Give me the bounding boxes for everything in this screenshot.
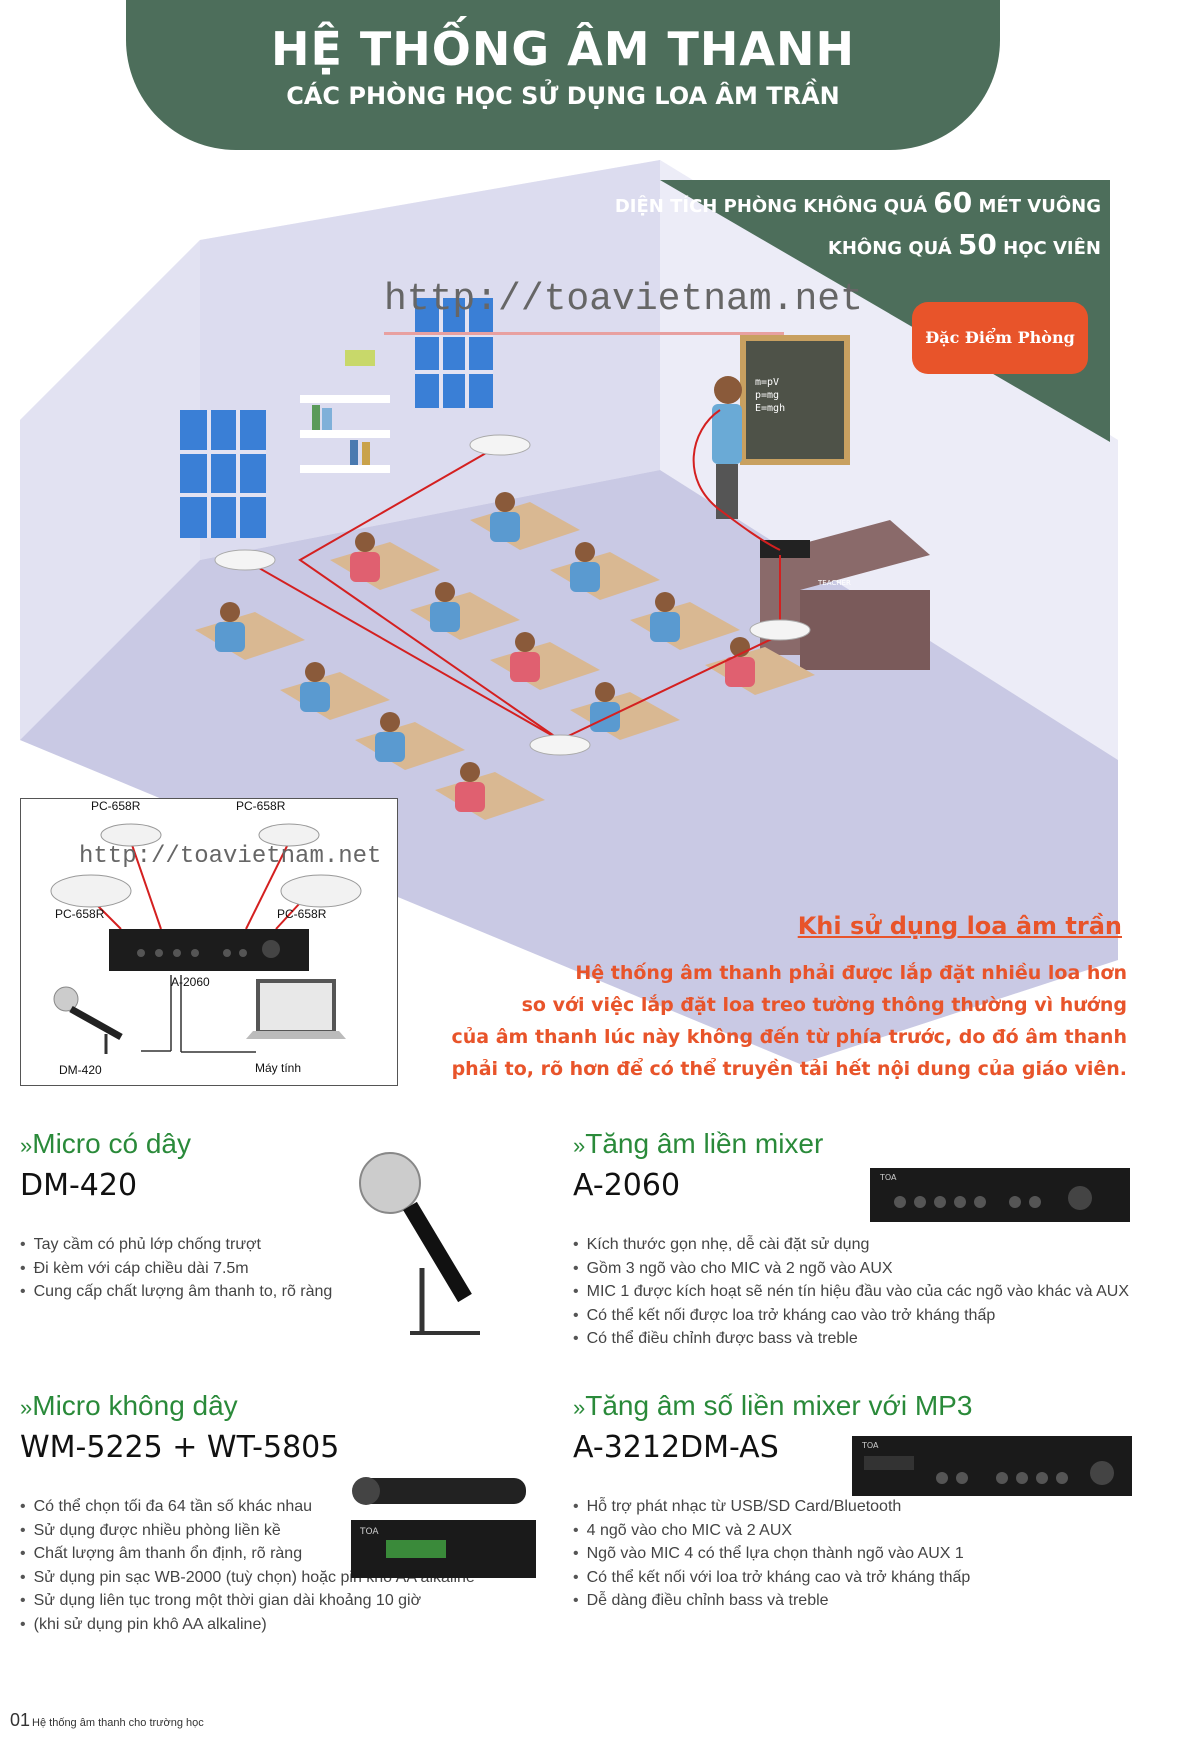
feature-list: Hỗ trợ phát nhạc từ USB/SD Card/Bluetoot… [573,1495,972,1613]
feature-item: (khi sử dụng pin khô AA alkaline) [20,1613,475,1637]
bookshelf [300,350,390,473]
product-model: A-2060 [573,1168,681,1203]
diagram-speakers [50,823,362,908]
page-title: HỆ THỐNG ÂM THANH [270,22,856,76]
badge-line1: DIỆN TÍCH PHÒNG KHÔNG QUÁ 60 MÉT VUÔNG [615,186,1101,219]
product-model: A-3212DM-AS [573,1430,779,1465]
badge-student-number: 50 [957,228,997,261]
system-diagram: PC-658R PC-658R PC-658R PC-658R A-2060 D… [20,798,398,1086]
room-features-button[interactable]: Đặc Điểm Phòng [912,302,1088,374]
label-speaker-4: PC-658R [277,907,327,921]
note-title: Khi sử dụng loa âm trần [797,912,1122,940]
diagram-watermark: http://toavietnam.net [79,843,382,870]
product-a-2060: »Tăng âm liền mixer A-2060 Kích thước gọ… [573,1128,1129,1351]
feature-item: Có thể kết nối với loa trở kháng cao và … [573,1566,972,1590]
product-category: »Tăng âm liền mixer [573,1128,824,1159]
label-speaker-1: PC-658R [91,799,141,813]
badge-area-number: 60 [933,186,973,219]
product-category: »Tăng âm số liền mixer với MP3 [573,1390,973,1421]
page-subtitle: CÁC PHÒNG HỌC SỬ DỤNG LOA ÂM TRẦN [286,82,840,110]
feature-item: Dễ dàng điều chỉnh bass và treble [573,1589,972,1613]
product-category: »Micro không dây [20,1390,238,1421]
left-wall [20,240,200,740]
note-line-2: so với việc lắp đặt loa treo tường thông… [521,994,1127,1016]
handheld-mic-graphic [53,986,123,1054]
marker-icon: » [20,1395,33,1420]
feature-item: Ngõ vào MIC 4 có thể lựa chọn thành ngõ … [573,1542,972,1566]
amplifier-a2060-image: TOA [870,1168,1130,1222]
wired-mic-image [359,1152,480,1335]
feature-list: Có thể chọn tối đa 64 tần số khác nhau S… [20,1495,475,1636]
feature-list: Kích thước gọn nhẹ, dễ cài đặt sử dụng G… [573,1233,1129,1351]
marker-icon: » [573,1395,586,1420]
room-info-badge [660,180,1110,442]
feature-item: Gồm 3 ngõ vào cho MIC và 2 ngõ vào AUX [573,1257,1129,1281]
teacher-desk: TEACHER [760,520,930,670]
feature-item: Có thể kết nối được loa trở kháng cao và… [573,1304,1129,1328]
badge-line2-pre: KHÔNG QUÁ [827,238,952,259]
product-category: »Micro có dây [20,1128,191,1159]
speaker-wiring [244,409,781,742]
amplifier-on-desk [760,540,810,558]
students [215,492,755,812]
feature-item: Kích thước gọn nhẹ, dễ cài đặt sử dụng [573,1233,1129,1257]
feature-item: 4 ngõ vào cho MIC và 2 AUX [573,1519,972,1543]
label-mic: DM-420 [59,1063,102,1077]
feature-item: Sử dụng liên tục trong một thời gian dài… [20,1589,475,1613]
feature-item: Chất lượng âm thanh ổn định, rõ ràng [20,1542,475,1566]
teacher-figure [712,376,742,519]
marker-icon: » [573,1133,586,1158]
feature-item: Cung cấp chất lượng âm thanh to, rõ ràng [20,1280,333,1304]
badge-line1-pre: DIỆN TÍCH PHÒNG KHÔNG QUÁ [614,196,928,217]
feature-item: Đi kèm với cáp chiều dài 7.5m [20,1257,332,1281]
blackboard-text3: E=mgh [755,403,785,414]
feature-list: Tay cầm có phủ lớp chống trượt Đi kèm vớ… [20,1233,333,1304]
marker-icon: » [20,1133,33,1158]
note-line-3: của âm thanh lúc này không đến từ phía t… [451,1026,1127,1048]
badge-line1-post: MÉT VUÔNG [978,196,1101,217]
product-model: DM-420 [20,1168,138,1203]
blackboard: m=pV p=mg E=mgh [740,335,850,465]
brand-logo-a3212: TOA [861,1441,879,1450]
badge-line2-post: HỌC VIÊN [1003,238,1101,259]
feature-item: Hỗ trợ phát nhạc từ USB/SD Card/Bluetoot… [573,1495,972,1519]
blackboard-text2: p=mg [755,390,779,401]
product-dm-420: »Micro có dây DM-420 Tay cầm có phủ lớp … [20,1128,332,1304]
teacher-desk-label: TEACHER [817,579,851,587]
laptop-graphic [246,979,346,1039]
feature-item: Tay cầm có phủ lớp chống trượt [20,1233,332,1257]
ceiling-speakers [214,434,811,756]
footer-text: Hệ thống âm thanh cho trường học [32,1717,204,1729]
right-wall [660,160,1118,760]
wireless-mic-image: TOA [351,1477,536,1578]
badge-line2: KHÔNG QUÁ 50 HỌC VIÊN [828,228,1101,261]
label-laptop: Máy tính [255,1061,302,1075]
brand-logo: TOA [879,1173,897,1182]
amplifier-a3212-image: TOA [852,1436,1132,1496]
feature-item: Có thể chọn tối đa 64 tần số khác nhau [20,1495,475,1519]
label-speaker-2: PC-658R [236,799,286,813]
feature-item: MIC 1 được kích hoạt sẽ nén tín hiệu đầu… [573,1280,1129,1304]
product-wm-5225: »Micro không dây WM-5225 + WT-5805 Có th… [20,1390,475,1636]
brand-logo-wireless: TOA [359,1527,379,1537]
note-line-4: phải to, rõ hơn để có thể truyền tải hết… [451,1058,1127,1080]
feature-item: Có thể điều chỉnh được bass và treble [573,1327,1129,1351]
blackboard-text1: m=pV [755,377,779,388]
product-model: WM-5225 + WT-5805 [20,1430,340,1465]
watermark-url: http://toavietnam.net [384,278,863,321]
page-number: 01 [10,1710,31,1730]
header-banner: HỆ THỐNG ÂM THANH CÁC PHÒNG HỌC SỬ DỤNG … [126,0,1000,150]
diagram-graphics [50,823,362,1054]
window-left [180,298,493,538]
feature-item: Sử dụng được nhiều phòng liền kề [20,1519,475,1543]
note-line-1: Hệ thống âm thanh phải được lắp đặt nhiề… [575,962,1127,984]
watermark-underline [384,332,784,335]
label-speaker-3: PC-658R [55,907,105,921]
product-a-3212dm: »Tăng âm số liền mixer với MP3 A-3212DM-… [573,1390,972,1613]
label-amp: A-2060 [171,975,210,989]
